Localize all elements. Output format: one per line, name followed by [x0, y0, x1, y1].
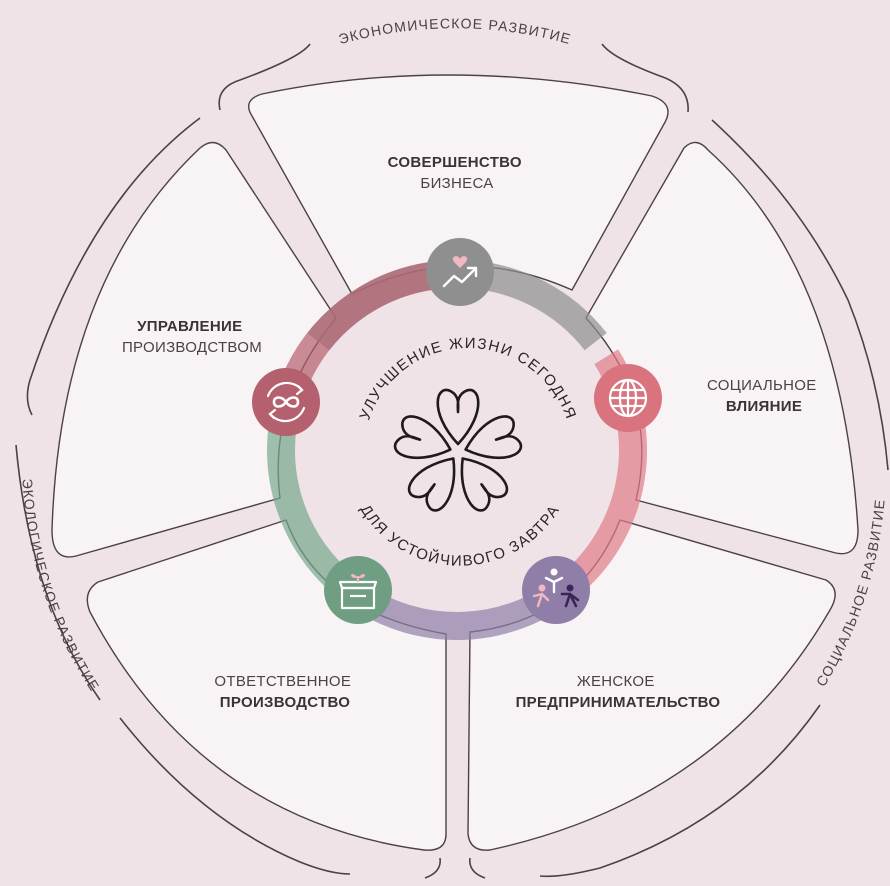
bracket-bottom-right	[468, 857, 486, 879]
people-icon	[532, 568, 580, 608]
badge-business	[426, 238, 494, 306]
badge-production	[324, 556, 392, 624]
responsible-production-label: ОТВЕТСТВЕННОЕ ПРОИЗВОДСТВО	[214, 673, 355, 711]
bracket-bottom-left	[424, 857, 442, 879]
bracket-ecological	[15, 117, 351, 875]
infinity-cycle-icon	[266, 381, 306, 423]
heart-trend-icon	[442, 256, 478, 288]
social-impact-label: СОЦИАЛЬНОЕ ВЛИЯНИЕ	[707, 377, 821, 415]
ring-arc-management	[280, 261, 435, 390]
outer-brackets	[15, 43, 889, 879]
business-label: СОВЕРШЕНСТВО БИЗНЕСА	[388, 154, 527, 192]
badge-management	[252, 368, 320, 436]
production-management-label: УПРАВЛЕНИЕ ПРОИЗВОДСТВОМ	[122, 318, 262, 356]
inner-circle	[307, 300, 607, 600]
badge-social	[594, 364, 662, 432]
economic-development-label: ЭКОНОМИЧЕСКОЕ РАЗВИТИЕ	[337, 15, 573, 47]
women-entrepreneurship-label: ЖЕНСКОЕ ПРЕДПРИНИМАТЕЛЬСТВО	[516, 673, 721, 711]
globe-icon	[608, 378, 648, 418]
badge-women	[522, 556, 590, 624]
box-sprout-icon	[338, 573, 378, 610]
segment-panels	[51, 74, 859, 851]
hearts-flower-icon	[393, 388, 523, 512]
segment-labels: СОВЕРШЕНСТВО БИЗНЕСА СОЦИАЛЬНОЕ ВЛИЯНИЕ …	[122, 154, 821, 711]
bracket-social	[539, 119, 889, 878]
bracket-economic	[218, 43, 689, 113]
